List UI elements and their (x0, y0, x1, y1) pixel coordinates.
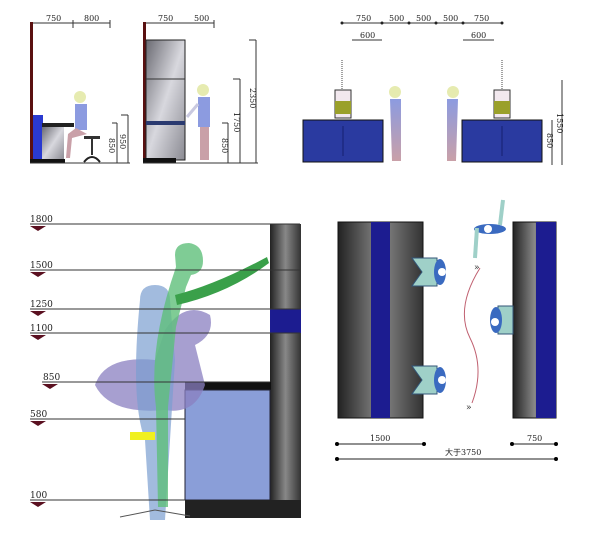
dim-label: 1550 (555, 113, 564, 133)
person-head (447, 86, 459, 98)
stool-seat (130, 432, 155, 440)
person-torso (198, 97, 210, 127)
dim-label: 2350 (248, 88, 257, 108)
person-legs (66, 128, 87, 158)
dim-label: 600 (360, 31, 375, 40)
person-plan (490, 305, 514, 335)
dim-label: 500 (389, 14, 404, 23)
dim-label: 1750 (232, 112, 241, 132)
level-label: 100 (30, 491, 47, 501)
level-label: 1500 (30, 261, 53, 271)
dim-label: 850 (107, 138, 116, 153)
person-legs (200, 127, 209, 160)
walking-path (463, 267, 481, 404)
base-cabinet-top (185, 382, 271, 390)
person-body (447, 99, 458, 161)
panel-seated-counter: 750 800 850 950 (30, 14, 130, 164)
wall (30, 22, 33, 162)
level-label: 1250 (30, 300, 53, 310)
counter-top (42, 123, 74, 127)
dim-label: 750 (46, 14, 61, 23)
dim-label: 800 (84, 14, 99, 23)
arrow-icon: » (466, 403, 472, 413)
counter-body (42, 127, 64, 160)
person-head (389, 86, 401, 98)
wall (143, 22, 146, 162)
dim-label: 750 (527, 434, 542, 443)
counter-side (33, 115, 43, 162)
dim-label: 850 (220, 138, 229, 153)
dim-label: 1500 (370, 434, 390, 443)
person-walking-plan (473, 199, 506, 259)
tall-cabinet (145, 39, 186, 161)
level-label: 850 (43, 373, 60, 383)
dim-label: 850 (545, 133, 554, 148)
arrow-icon: » (474, 263, 480, 273)
reaching-arm (175, 257, 269, 305)
dim-label: 500 (443, 14, 458, 23)
dim-label: 500 (194, 14, 209, 23)
dim-label: 500 (416, 14, 431, 23)
dim-label: 750 (474, 14, 489, 23)
panel-tall-cabinet: 750 500 850 1750 2350 (143, 14, 258, 164)
level-label: 1100 (30, 324, 53, 334)
dim-label: 600 (471, 31, 486, 40)
dim-label: 750 (158, 14, 173, 23)
person-plan (411, 257, 446, 287)
tall-cabinet (270, 224, 301, 518)
level-label: 580 (30, 410, 47, 420)
level-label: 1800 (30, 215, 53, 225)
dim-label: 750 (356, 14, 371, 23)
person-head (197, 84, 209, 96)
person-plan (411, 365, 446, 395)
base-cabinet (184, 389, 271, 501)
dim-label: 大于3750 (445, 447, 481, 457)
person-body (390, 99, 401, 161)
person-torso (75, 104, 87, 130)
person-head (74, 91, 86, 103)
panel-reach-section: 1800 1500 1250 1100 850 580 100 (30, 215, 301, 520)
panel-plan: » » 1500 750 大于3750 (335, 199, 558, 461)
stool (84, 136, 100, 139)
panel-island-elevation: 750 500 500 500 750 600 600 850 1550 (302, 14, 564, 165)
dim-label: 950 (118, 134, 127, 149)
